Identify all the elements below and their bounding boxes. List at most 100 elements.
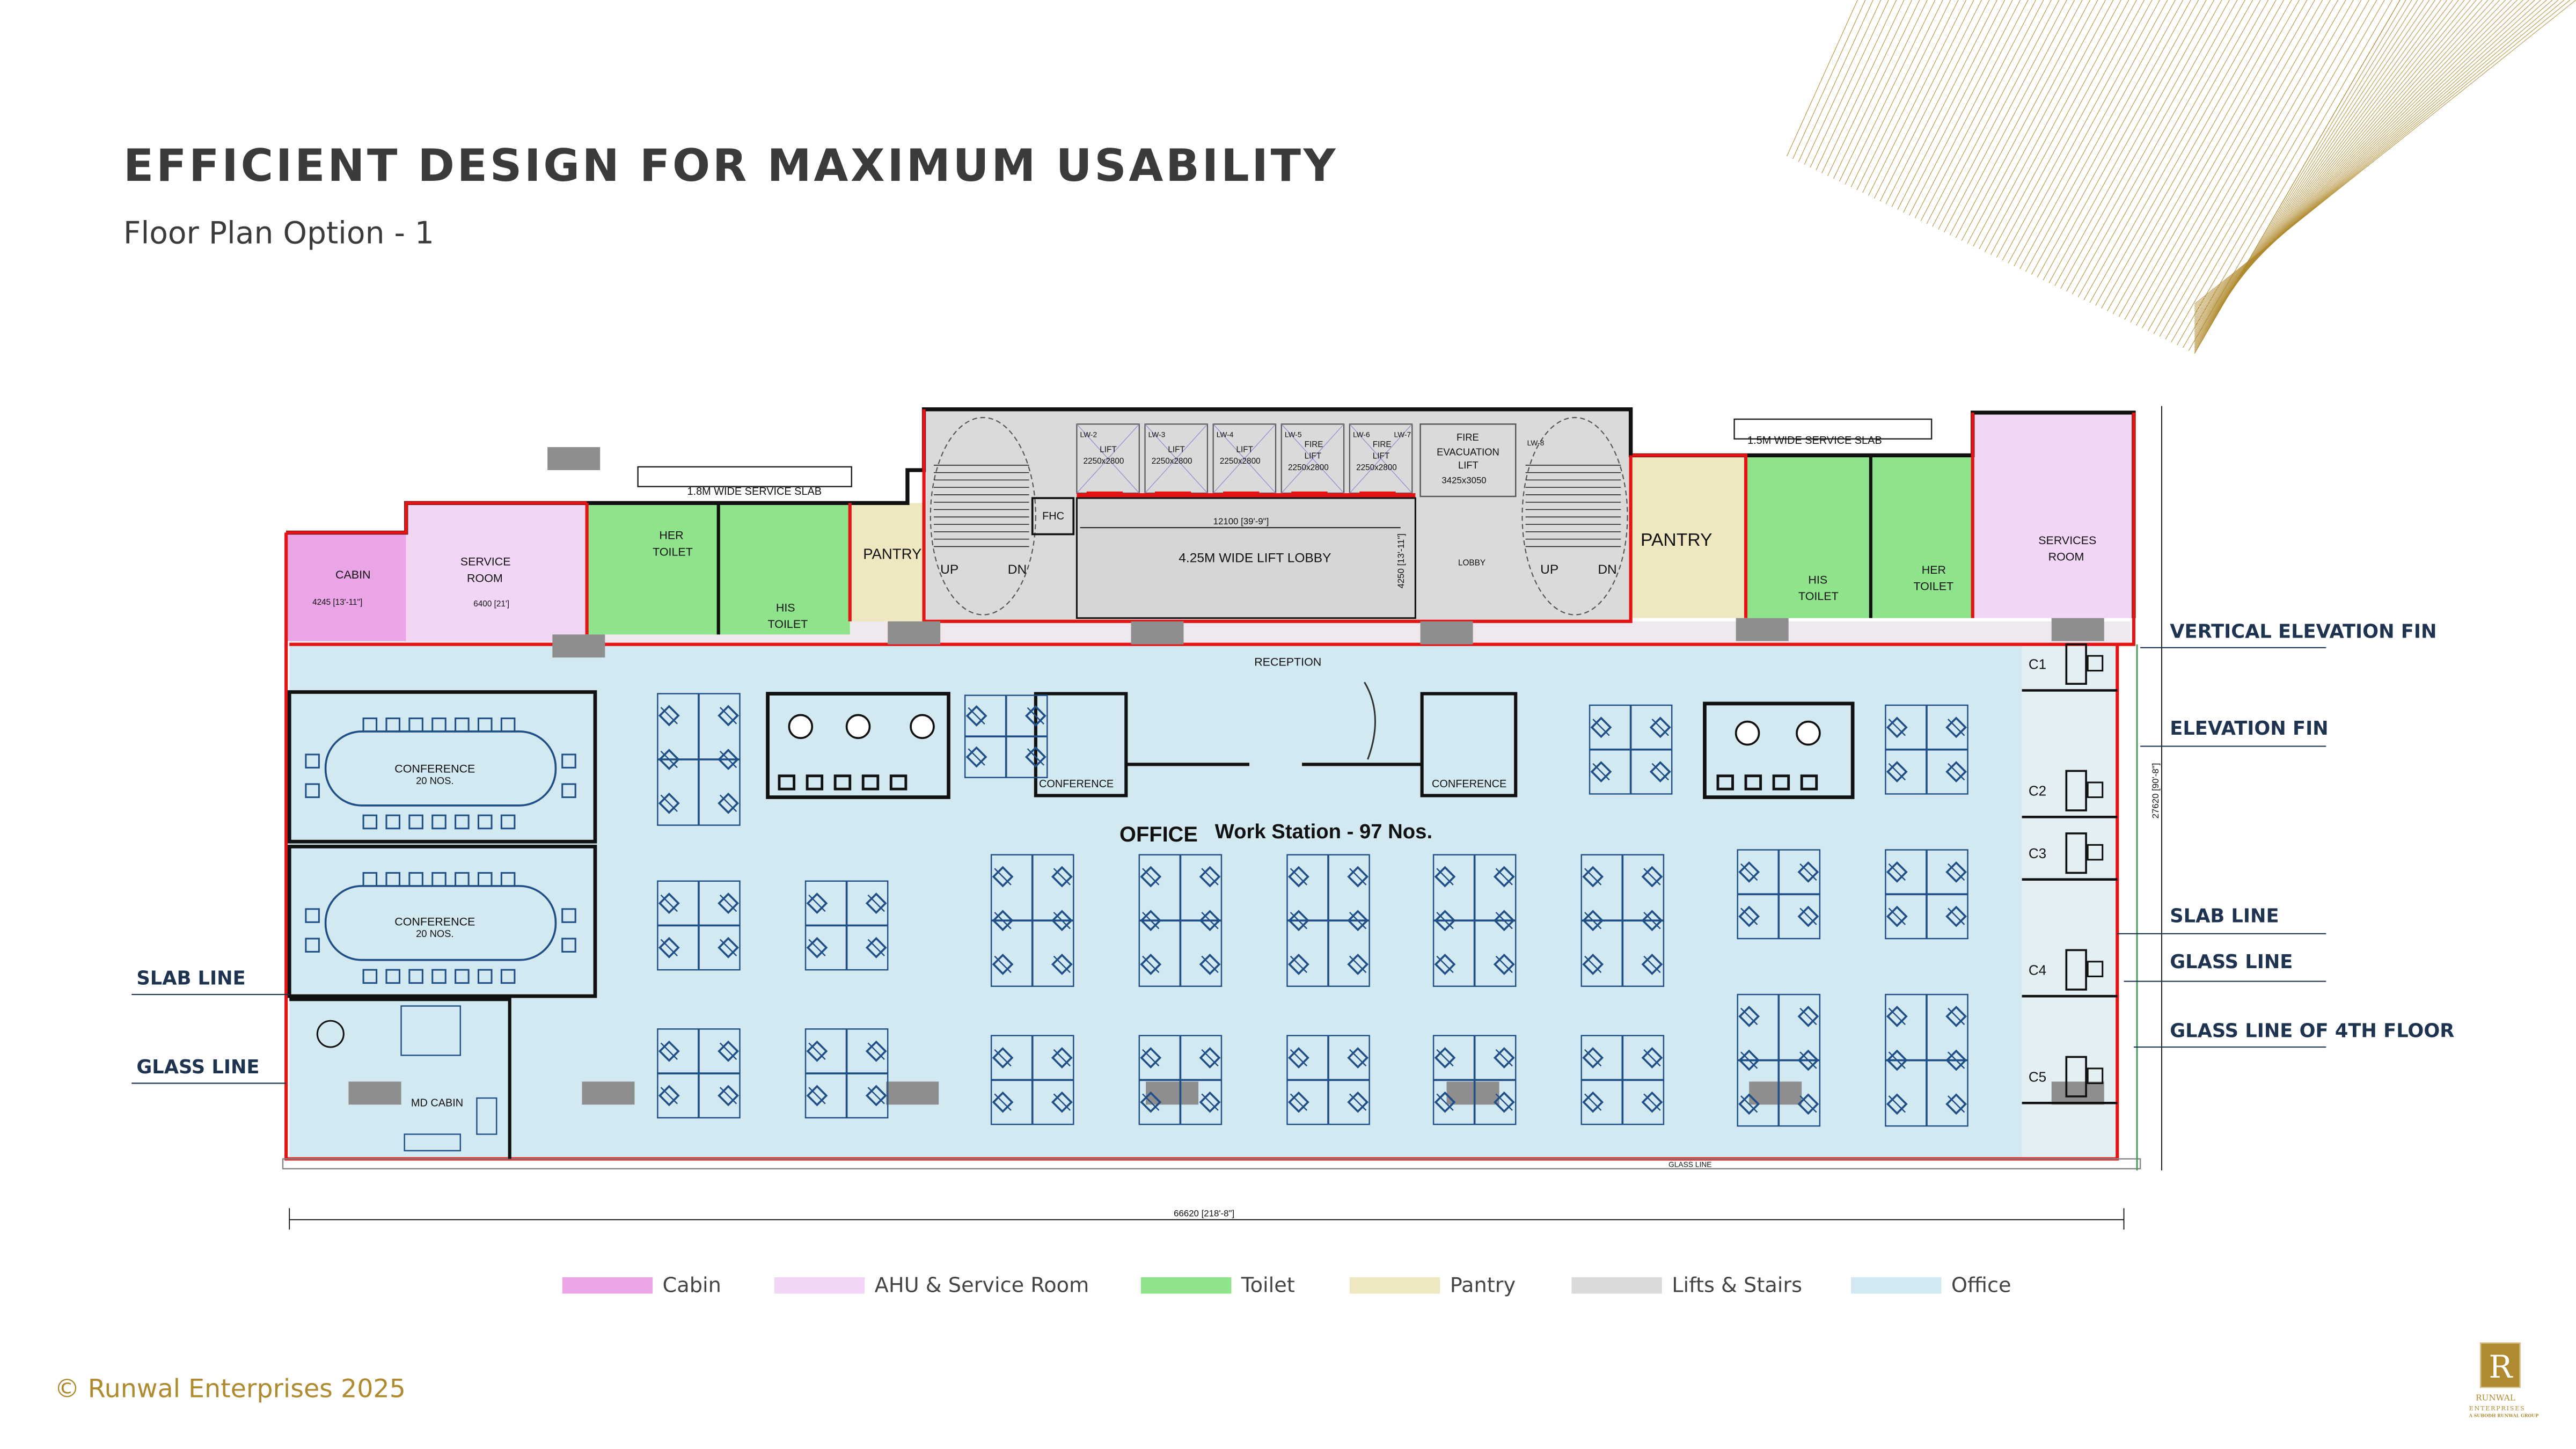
gold-line — [2194, 0, 2553, 311]
gold-line — [2194, 0, 2559, 310]
gold-line — [1821, 0, 1905, 173]
column — [582, 1081, 635, 1105]
chair — [477, 872, 493, 887]
column — [348, 1081, 401, 1105]
chair-mark — [1643, 1093, 1661, 1111]
gold-line — [2142, 0, 2331, 328]
chair-mark — [1495, 1049, 1513, 1067]
legend-label-office: Office — [1951, 1273, 2011, 1297]
workstation-cluster — [804, 1028, 889, 1119]
gold-line — [1804, 0, 1882, 165]
conference-1-count: 20 NOS. — [416, 775, 453, 786]
chair — [561, 753, 576, 769]
conference-2-count: 20 NOS. — [416, 928, 453, 939]
column — [1420, 621, 1473, 645]
gold-line — [2188, 0, 2393, 351]
gold-line — [1973, 0, 2106, 247]
chair — [500, 872, 516, 887]
gold-line — [1816, 0, 1897, 171]
cabin-chair — [2087, 781, 2104, 799]
chair — [408, 814, 423, 830]
chair-mark — [660, 707, 678, 724]
lift-size: 2250x2800 — [1356, 463, 1397, 472]
services-room-right — [1972, 412, 2134, 618]
chair-mark — [1584, 868, 1602, 885]
gold-line — [1897, 0, 2006, 210]
column — [886, 1081, 939, 1105]
chair-mark — [1584, 1093, 1602, 1111]
chair — [455, 717, 470, 733]
chair-mark — [1643, 955, 1661, 974]
legend-label-lifts: Lifts & Stairs — [1672, 1273, 1802, 1297]
chair-mark — [1799, 863, 1817, 881]
page-subtitle: Floor Plan Option - 1 — [123, 215, 434, 251]
chair-mark — [808, 894, 826, 912]
conference-small-right: CONFERENCE — [1432, 778, 1506, 790]
lift-cross — [1076, 423, 1140, 494]
chair-mark — [1142, 1093, 1160, 1111]
chair-mark — [994, 912, 1012, 930]
service-slab-right-label: 1.5M WIDE SERVICE SLAB — [1747, 435, 1882, 447]
chair — [305, 938, 320, 953]
gold-line — [2171, 0, 2369, 342]
chair-mark — [1201, 1049, 1219, 1067]
legend-swatch-ahu — [774, 1277, 865, 1294]
workstation-cluster — [1432, 1035, 1517, 1125]
chair-mark — [1799, 1007, 1817, 1026]
column — [1146, 1081, 1199, 1105]
chair — [305, 783, 320, 799]
gold-line — [1967, 0, 2098, 244]
glass-line-small-label: GLASS LINE — [1668, 1161, 1711, 1169]
logo-group: A SUBODH RUNWAL GROUP — [2469, 1413, 2539, 1418]
chair-mark — [1290, 1093, 1308, 1111]
meeting-benches — [778, 714, 1821, 791]
svg-text:UP: UP — [1540, 562, 1558, 577]
chair-mark — [1740, 1095, 1758, 1113]
gold-line — [1932, 0, 2052, 227]
svg-text:DN: DN — [1008, 562, 1027, 577]
cabin-chair — [2087, 961, 2104, 977]
gold-line — [2083, 0, 2253, 301]
gold-line — [2194, 0, 2518, 321]
gold-line — [1833, 0, 1920, 179]
gold-line — [2194, 0, 2541, 314]
gold-line — [1920, 0, 2036, 222]
service-room-label-2: ROOM — [467, 572, 503, 584]
chair-mark — [1947, 763, 1965, 781]
slab-line-right-label: SLAB LINE — [2170, 905, 2279, 927]
chair — [362, 814, 378, 830]
workstation-cluster — [990, 854, 1074, 987]
pantry-left-room — [850, 503, 923, 621]
column — [1446, 1081, 1499, 1105]
chair — [408, 717, 423, 733]
annotations-left: SLAB LINE GLASS LINE — [131, 968, 290, 1084]
glass-line-left-label: GLASS LINE — [136, 1056, 259, 1078]
overall-depth-dim: 27620 [90'-8"] — [2150, 763, 2161, 819]
chair-mark — [1053, 912, 1071, 930]
gold-line — [2194, 0, 2523, 319]
chair — [362, 872, 378, 887]
chair — [477, 814, 493, 830]
gold-line — [2101, 0, 2277, 309]
chair-mark — [1436, 868, 1454, 885]
gold-line — [1792, 0, 1866, 159]
fire-evac-1: FIRE — [1457, 431, 1479, 443]
workstation-cluster — [1737, 993, 1821, 1127]
chair-mark — [994, 1093, 1012, 1111]
cabin-chair — [2087, 1067, 2104, 1085]
chair-mark — [1436, 1093, 1454, 1111]
lift-lobby-label: 4.25M WIDE LIFT LOBBY — [1179, 551, 1331, 566]
glass-line-4th-floor-label: GLASS LINE OF 4TH FLOOR — [2170, 1020, 2454, 1042]
gold-line — [2165, 0, 2362, 340]
gold-line — [2014, 0, 2161, 267]
lift-size: 2250x2800 — [1288, 463, 1329, 472]
bench-seat — [861, 774, 880, 791]
column — [2051, 1081, 2104, 1105]
chair — [500, 969, 516, 984]
lift-cross — [1281, 423, 1344, 494]
chair-mark — [660, 750, 678, 769]
gold-line — [2153, 0, 2346, 334]
gold-line — [2106, 0, 2285, 312]
cabin-desk — [2065, 1056, 2087, 1097]
